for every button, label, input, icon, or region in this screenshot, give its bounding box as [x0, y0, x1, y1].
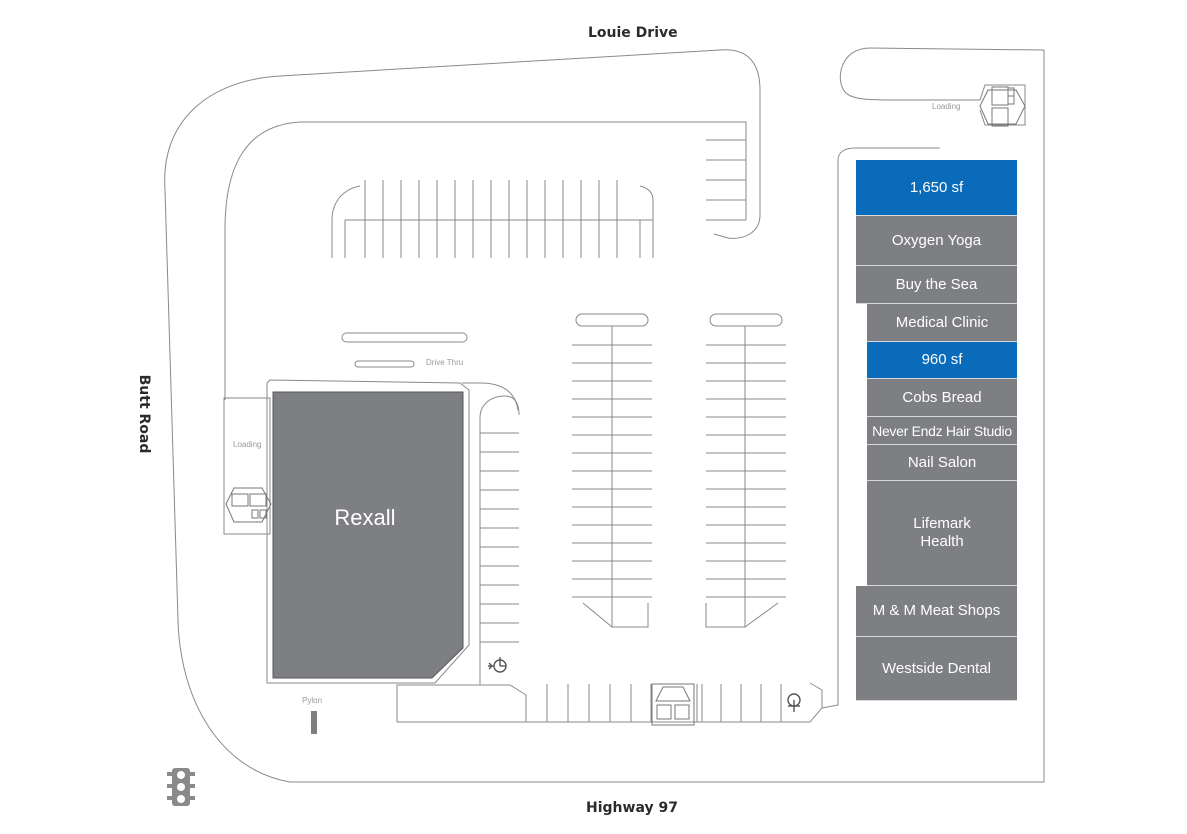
accessible-parking-icon: [488, 657, 507, 673]
loading-label-west: Loading: [233, 440, 262, 449]
rexall-outline: [266, 379, 470, 684]
loading-west: [223, 397, 271, 535]
unit-nail-salon[interactable]: Nail Salon: [867, 445, 1017, 481]
dumpster-icon: [651, 683, 695, 726]
unit-m-and-m-meat-shops[interactable]: M & M Meat Shops: [856, 586, 1017, 637]
parking-row-west: [462, 382, 520, 685]
drive-thru-label: Drive Thru: [426, 358, 464, 367]
unit-buy-the-sea[interactable]: Buy the Sea: [856, 266, 1017, 304]
unit-960-sf[interactable]: 960 sf: [867, 342, 1017, 379]
parking-row-south: [480, 684, 527, 722]
unit-medical-clinic[interactable]: Medical Clinic: [867, 304, 1017, 342]
unit-cobs-bread[interactable]: Cobs Bread: [867, 379, 1017, 417]
parking-row-east: [705, 313, 783, 628]
dumpster-icon: [225, 487, 272, 523]
parking-stalls-west: [480, 432, 519, 643]
pylon-label: Pylon: [302, 696, 323, 705]
pylon-sign: [311, 711, 317, 734]
parking-stalls-north-east: [706, 139, 746, 221]
parking-stalls-center: [572, 344, 652, 598]
parking-stalls-south: [546, 684, 782, 722]
road-label-west: Butt Road: [136, 374, 152, 454]
unit-westside-dental[interactable]: Westside Dental: [856, 637, 1017, 701]
parking-stalls-east: [706, 344, 786, 598]
loading-label-east: Loading: [932, 102, 961, 111]
dumpster-icon: [979, 86, 1026, 127]
unit-oxygen-yoga[interactable]: Oxygen Yoga: [856, 216, 1017, 266]
traffic-light-icon: [167, 768, 195, 806]
unit-never-endz-hair-studio[interactable]: Never Endz Hair Studio: [867, 417, 1017, 445]
parking-row-center: [575, 313, 649, 628]
parking-stalls-top: [364, 180, 618, 258]
accessible-parking-icon: [787, 693, 801, 712]
rexall-building: [273, 392, 463, 678]
drive-thru-islands: [341, 332, 468, 368]
unit-1650-sf[interactable]: 1,650 sf: [856, 160, 1017, 216]
unit-lifemark-health[interactable]: Lifemark Health: [867, 481, 1017, 586]
road-label-north: Louie Drive: [588, 25, 678, 41]
road-label-south: Highway 97: [586, 800, 678, 816]
anchor-label: Rexall: [334, 505, 396, 530]
